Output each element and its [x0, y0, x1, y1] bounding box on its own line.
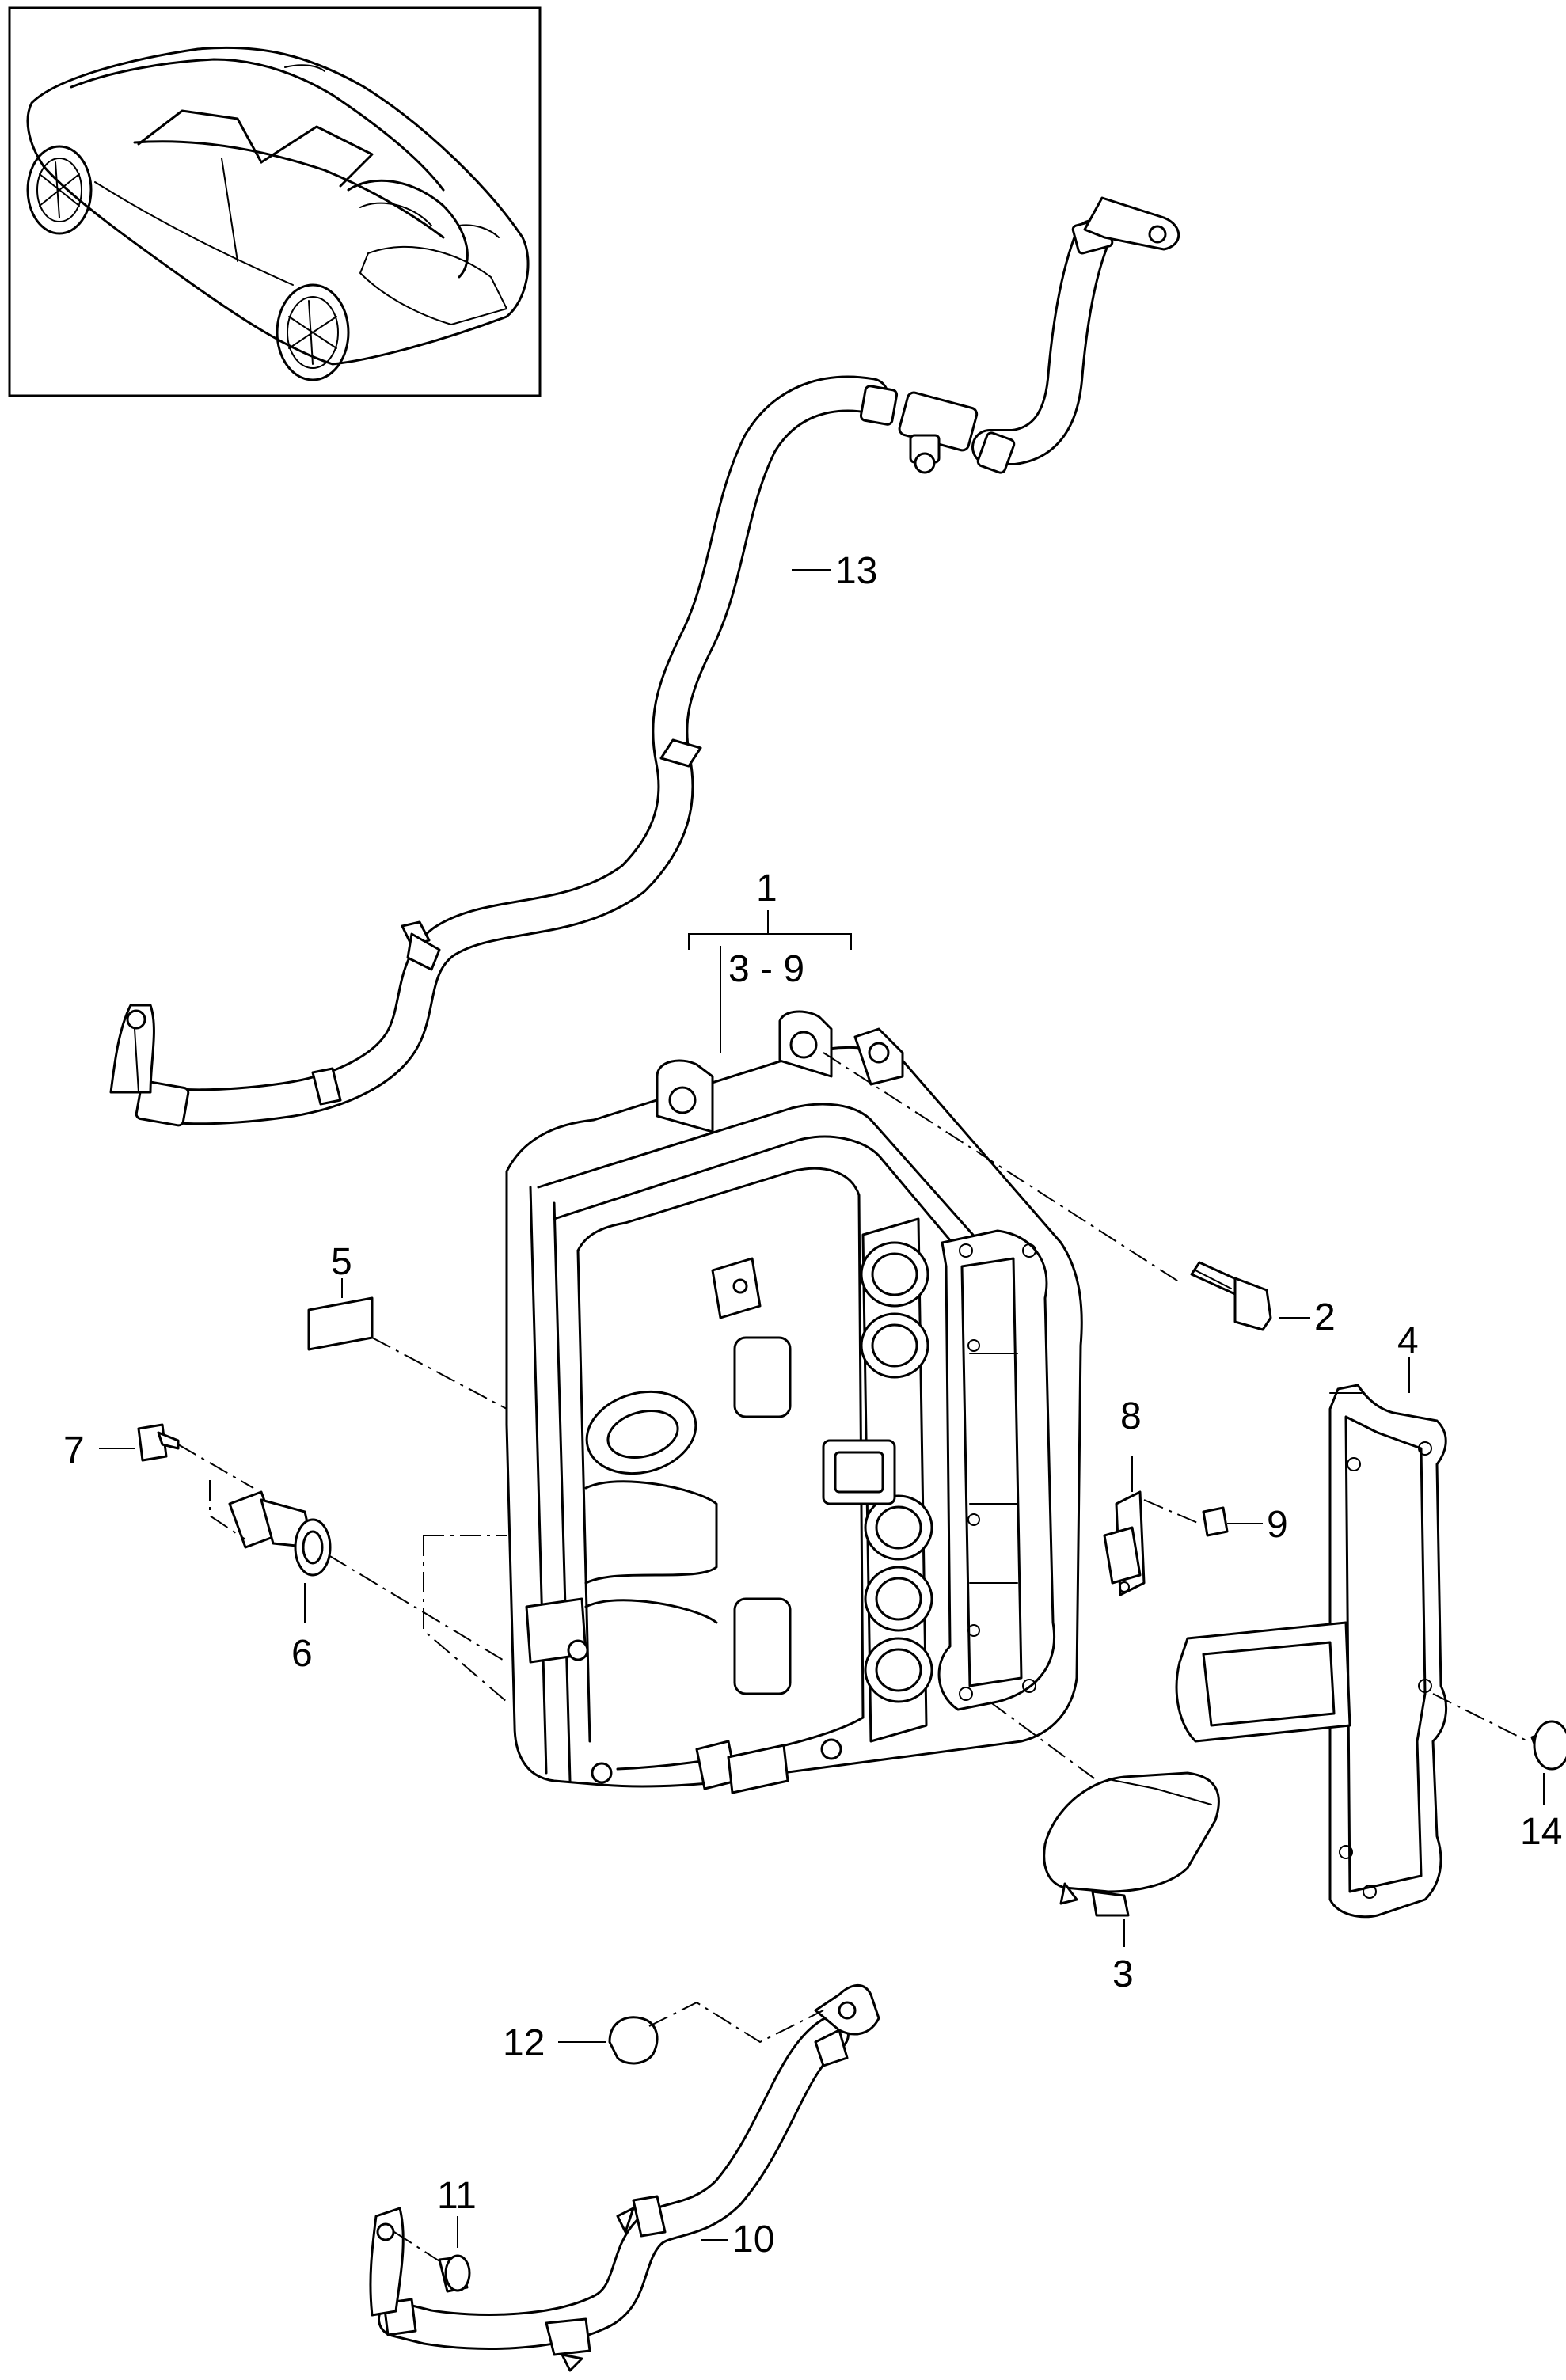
cap-12	[608, 2001, 824, 2065]
vehicle-thumbnail	[8, 6, 542, 397]
callout-13: 13	[835, 550, 877, 592]
leader-lines	[99, 569, 1545, 2248]
callout-7: 7	[63, 1429, 85, 1471]
screw-11	[438, 2254, 471, 2293]
callout-4: 4	[1397, 1320, 1419, 1362]
callout-1: 1	[756, 867, 777, 909]
callout-9: 9	[1267, 1504, 1288, 1546]
screw-14	[1432, 1693, 1566, 1771]
callout-2: 2	[1314, 1296, 1336, 1338]
callout-11: 11	[437, 2175, 477, 2217]
callout-labels: 1 3 - 9 2 3 4 5 6 7 8 9 10 11 12 13 14	[63, 550, 1562, 2260]
callout-6: 6	[291, 1633, 313, 1675]
callout-5: 5	[331, 1241, 352, 1283]
label-5	[307, 1296, 507, 1410]
cover-3	[989, 1701, 1220, 1917]
bolt-2	[1190, 1261, 1272, 1331]
callout-1-range: 3 - 9	[728, 948, 804, 990]
callout-3: 3	[1112, 1953, 1134, 1995]
callout-12: 12	[503, 2022, 545, 2064]
sensor-6	[209, 1480, 507, 1702]
callout-14: 14	[1520, 1811, 1562, 1853]
hose-13	[109, 196, 1180, 1127]
hose-10	[369, 1984, 880, 2372]
bracket-8	[1103, 1490, 1146, 1596]
screw-9	[1143, 1499, 1229, 1537]
callout-8: 8	[1120, 1395, 1142, 1437]
screw-7	[137, 1423, 254, 1489]
callout-10: 10	[732, 2219, 774, 2260]
vehicle-rear-three-quarter-icon	[26, 46, 530, 381]
gasket-4	[1175, 1384, 1448, 1919]
control-unit-1	[505, 1010, 1180, 1794]
